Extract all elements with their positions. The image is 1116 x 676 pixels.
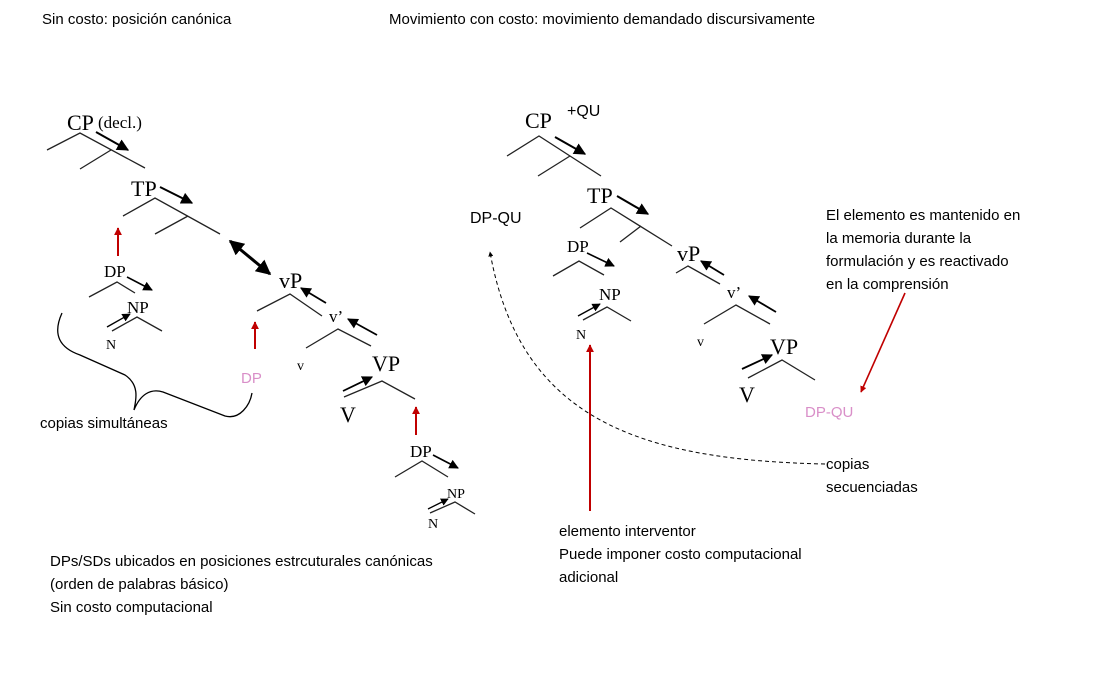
cp-feature: +QU <box>567 103 600 120</box>
v-small-label: v <box>697 335 704 350</box>
note-line: El elemento es mantenido en <box>826 207 1020 224</box>
tp-inner-branch <box>619 225 642 243</box>
cp-label: CP <box>67 110 94 135</box>
note-line: DPs/SDs ubicados en posiciones estrcutur… <box>50 553 433 570</box>
dp-branch <box>88 281 136 298</box>
vp-branch <box>747 359 816 381</box>
dashed-movement-arrow <box>488 251 826 465</box>
vp-small-label: vP <box>279 268 302 293</box>
n-label: N <box>106 338 116 353</box>
dp-spec-label: DP <box>567 237 589 256</box>
dp-obj-branch <box>394 460 449 478</box>
left-tree: CP (decl.) TP DP NP N vP v’ v VP V DP DP <box>40 110 476 532</box>
tp-label: TP <box>131 176 157 201</box>
np-obj-branch <box>429 501 476 515</box>
vp-small-arrow <box>300 287 327 304</box>
note-line: (orden de palabras básico) <box>50 576 228 593</box>
vp-small-arrow <box>700 260 725 276</box>
dp-arrow <box>126 276 153 291</box>
tp-branch <box>579 207 673 247</box>
tp-label: TP <box>587 183 613 208</box>
note-line: formulación y es reactivado <box>826 253 1009 270</box>
np-branch <box>111 316 163 332</box>
v-bar-arrow <box>748 295 777 313</box>
np-label: NP <box>599 285 621 304</box>
double-arrow <box>228 239 272 276</box>
vp-small-branch <box>256 293 323 317</box>
cp-branch <box>46 132 146 169</box>
note-line: elemento interventor <box>559 523 696 540</box>
right-tree: CP +QU TP DP-QU DP NP N vP v’ v VP V DP-… <box>470 103 906 511</box>
v-bar-branch <box>703 304 771 325</box>
np-obj-label: NP <box>447 487 465 502</box>
note-line: adicional <box>559 569 618 586</box>
intervener-note: elemento interventor Puede imponer costo… <box>559 523 802 586</box>
cp-label: CP <box>525 108 552 133</box>
cp-arrow <box>95 131 130 151</box>
dp-obj-label: DP <box>410 442 432 461</box>
v-label: V <box>739 382 755 407</box>
dp-qu-copy: DP-QU <box>805 404 853 421</box>
np-obj-arrow <box>427 498 449 510</box>
cp-branch <box>506 135 602 177</box>
right-header: Movimiento con costo: movimiento demanda… <box>389 11 815 28</box>
left-header: Sin costo: posición canónica <box>42 11 232 28</box>
v-label: V <box>340 402 356 427</box>
tp-inner-branch <box>154 215 189 235</box>
np-arrow <box>577 303 601 317</box>
vp-arrow <box>342 376 373 392</box>
v-bar-arrow <box>347 318 378 336</box>
left-notes: DPs/SDs ubicados en posiciones estrcutur… <box>50 553 433 616</box>
note-line: secuenciadas <box>826 479 918 496</box>
v-bar-branch <box>305 328 372 349</box>
note-line: Sin costo computacional <box>50 599 213 616</box>
red-memory-arrow <box>860 292 906 393</box>
np-branch <box>582 306 632 322</box>
tp-arrow <box>159 186 194 204</box>
dp-spec-label: DP <box>104 262 126 281</box>
vp-small-branch <box>675 265 721 285</box>
vp-small-label: vP <box>677 241 700 266</box>
dp-arrow <box>586 252 615 267</box>
np-arrow <box>106 313 131 328</box>
dp-copy-label: DP <box>241 370 262 387</box>
cp-inner-branch <box>537 155 571 177</box>
cp-feature: (decl.) <box>98 113 142 132</box>
v-bar-label: v’ <box>329 307 343 326</box>
brace-label: copias simultáneas <box>40 415 168 432</box>
note-line: la memoria durante la <box>826 230 972 247</box>
vp-label: VP <box>770 334 798 359</box>
vp-branch <box>343 380 416 400</box>
dp-branch <box>552 260 605 277</box>
n-label: N <box>576 328 586 343</box>
cp-arrow <box>554 136 587 155</box>
note-line: copias <box>826 456 869 473</box>
vp-label: VP <box>372 351 400 376</box>
cp-inner-branch <box>79 149 112 170</box>
v-small-label: v <box>297 359 304 374</box>
dp-qu-moved: DP-QU <box>470 210 522 227</box>
note-line: en la comprensión <box>826 276 949 293</box>
v-bar-label: v’ <box>727 283 741 302</box>
dp-obj-arrow <box>432 454 459 469</box>
np-label: NP <box>127 298 149 317</box>
memory-note: El elemento es mantenido en la memoria d… <box>826 207 1020 293</box>
vp-arrow <box>741 354 773 370</box>
brace <box>57 312 253 418</box>
note-line: Puede imponer costo computacional <box>559 546 802 563</box>
tp-arrow <box>616 195 650 215</box>
sequential-label: copias secuenciadas <box>826 456 918 496</box>
tp-branch <box>122 197 221 235</box>
n-obj-label: N <box>428 517 438 532</box>
